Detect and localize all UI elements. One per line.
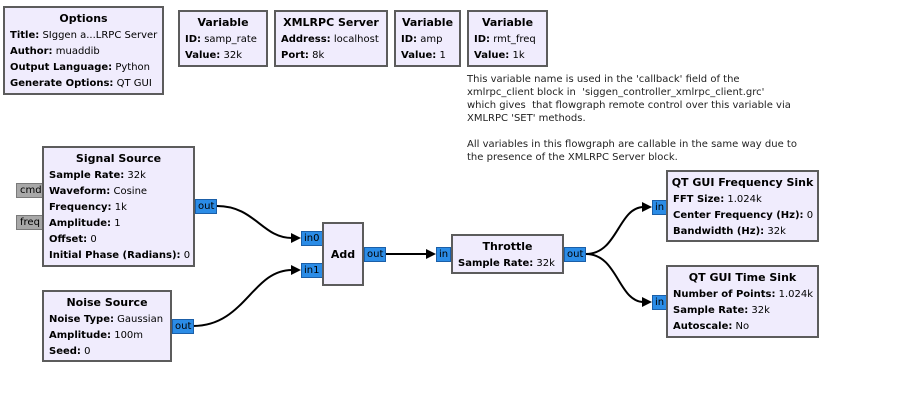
time-sink-row: Sample Rate: 32k [673,305,770,316]
variable-value-row: Value: 1 [401,50,446,61]
wire-throttle-to-time [585,253,645,303]
time-sink-title: QT GUI Time Sink [688,271,797,284]
freq-sink-row: Bandwidth (Hz): 32k [673,226,786,237]
add-in1-port[interactable]: in1 [301,263,323,278]
variable-samp-rate-block[interactable]: Variable ID: samp_rate Value: 32k [178,10,268,67]
xmlrpc-server-block[interactable]: XMLRPC Server Address: localhost Port: 8… [274,10,388,67]
arrow-freq-in [642,202,652,212]
add-in0-port[interactable]: in0 [301,231,323,246]
throttle-in-port[interactable]: in [436,247,451,262]
signal-source-row: Waveform: Cosine [49,186,148,197]
noise-source-out-port[interactable]: out [172,319,194,334]
options-row-generate: Generate Options: QT GUI [10,78,152,89]
xmlrpc-title: XMLRPC Server [283,16,379,29]
note-line-3: which gives that flowgraph remote contro… [467,100,791,111]
arrow-time-in [642,297,652,307]
add-block[interactable]: Add [322,222,364,286]
options-title: Options [59,12,108,25]
noise-source-title: Noise Source [66,296,148,309]
options-row-author: Author: muaddib [10,46,100,57]
qt-gui-frequency-sink-block[interactable]: QT GUI Frequency Sink FFT Size: 1.024k C… [666,170,819,242]
time-sink-row: Autoscale: No [673,321,750,332]
signal-source-out-port[interactable]: out [195,199,217,214]
variable-value-row: Value: 1k [474,50,525,61]
freq-sink-row: FFT Size: 1.024k [673,194,762,205]
options-row-title: Title: SIggen a...LRPC Server [10,30,158,41]
noise-source-block[interactable]: Noise Source Noise Type: Gaussian Amplit… [42,290,172,362]
note-line-2: xmlrpc_client block in 'siggen_controlle… [467,87,765,98]
arrow-add-in0 [291,233,301,243]
add-title: Add [330,248,356,261]
variable-value-row: Value: 32k [185,50,242,61]
add-out-port[interactable]: out [364,247,386,262]
wire-noise-to-add [192,269,293,327]
throttle-block[interactable]: Throttle Sample Rate: 32k [451,234,564,274]
throttle-title: Throttle [482,240,533,253]
signal-source-row: Frequency: 1k [49,202,127,213]
arrow-throttle-in [426,249,436,259]
time-sink-in-port[interactable]: in [652,295,667,310]
throttle-out-port[interactable]: out [564,247,586,262]
freq-sink-title: QT GUI Frequency Sink [671,176,814,189]
variable-id-row: ID: amp [401,34,443,45]
variable-title: Variable [197,16,249,29]
options-block[interactable]: Options Title: SIggen a...LRPC Server Au… [3,6,164,95]
variable-amp-block[interactable]: Variable ID: amp Value: 1 [394,10,461,67]
time-sink-row: Number of Points: 1.024k [673,289,814,300]
noise-source-row: Seed: 0 [49,346,91,357]
signal-source-row: Sample Rate: 32k [49,170,146,181]
noise-source-row: Noise Type: Gaussian [49,314,164,325]
freq-sink-in-port[interactable]: in [652,200,667,215]
xmlrpc-address-row: Address: localhost [281,34,379,45]
note-line-5: All variables in this flowgraph are call… [467,139,797,150]
throttle-row: Sample Rate: 32k [458,258,555,269]
variable-id-row: ID: rmt_freq [474,34,536,45]
noise-source-row: Amplitude: 100m [49,330,144,341]
signal-source-cmd-port[interactable]: cmd [16,183,43,198]
options-row-language: Output Language: Python [10,62,151,73]
xmlrpc-port-row: Port: 8k [281,50,325,61]
signal-source-freq-port[interactable]: freq [16,215,43,230]
variable-title: Variable [401,16,454,29]
signal-source-row: Amplitude: 1 [49,218,121,229]
signal-source-row: Offset: 0 [49,234,97,245]
variable-id-row: ID: samp_rate [185,34,257,45]
wire-signal-to-add [216,205,293,239]
qt-gui-time-sink-block[interactable]: QT GUI Time Sink Number of Points: 1.024… [666,265,819,338]
variable-title: Variable [481,16,534,29]
note-line-6: the presence of the XMLRPC Server block. [467,152,678,163]
signal-source-row: Initial Phase (Radians): 0 [49,250,191,261]
note-line-4: XMLRPC 'SET' methods. [467,113,586,124]
signal-source-title: Signal Source [75,152,162,165]
note-line-1: This variable name is used in the 'callb… [467,74,740,85]
wire-throttle-to-freq [585,206,645,255]
variable-rmt-freq-block[interactable]: Variable ID: rmt_freq Value: 1k [467,10,548,67]
signal-source-block[interactable]: Signal Source Sample Rate: 32k Waveform:… [42,146,195,267]
arrow-add-in1 [291,265,301,275]
freq-sink-row: Center Frequency (Hz): 0 [673,210,814,221]
